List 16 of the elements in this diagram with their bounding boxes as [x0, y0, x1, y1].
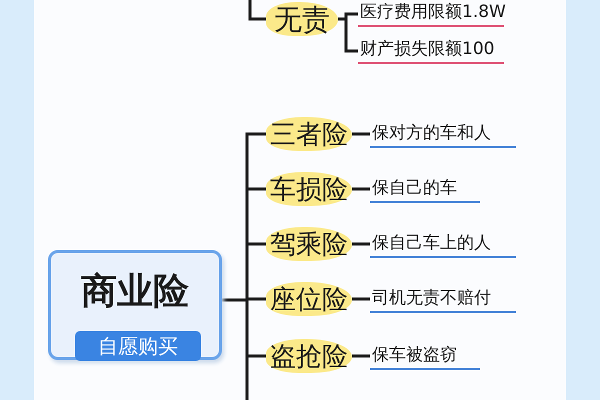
connector-line: [338, 18, 358, 52]
connector-line: [352, 242, 370, 246]
connector-line: [352, 132, 370, 136]
tag-label: 自愿购买: [75, 331, 201, 361]
underlined-text: 保自己的车: [370, 177, 480, 203]
underlined-text: 医疗费用限额1.8W: [358, 1, 504, 27]
underlined-text: 司机无责不赔付: [370, 287, 516, 313]
underlined-text: 保自己车上的人: [370, 232, 516, 258]
underlined-text: 保对方的车和人: [370, 122, 516, 148]
underlined-text: 保车被盗窃: [370, 344, 480, 370]
underlined-text: 财产损失限额100: [358, 38, 504, 64]
connector-line: [352, 354, 370, 358]
connector-line: [352, 298, 370, 300]
connector-line: [248, 0, 266, 20]
category-title: 商业险: [80, 271, 190, 313]
category-box: [48, 250, 222, 360]
